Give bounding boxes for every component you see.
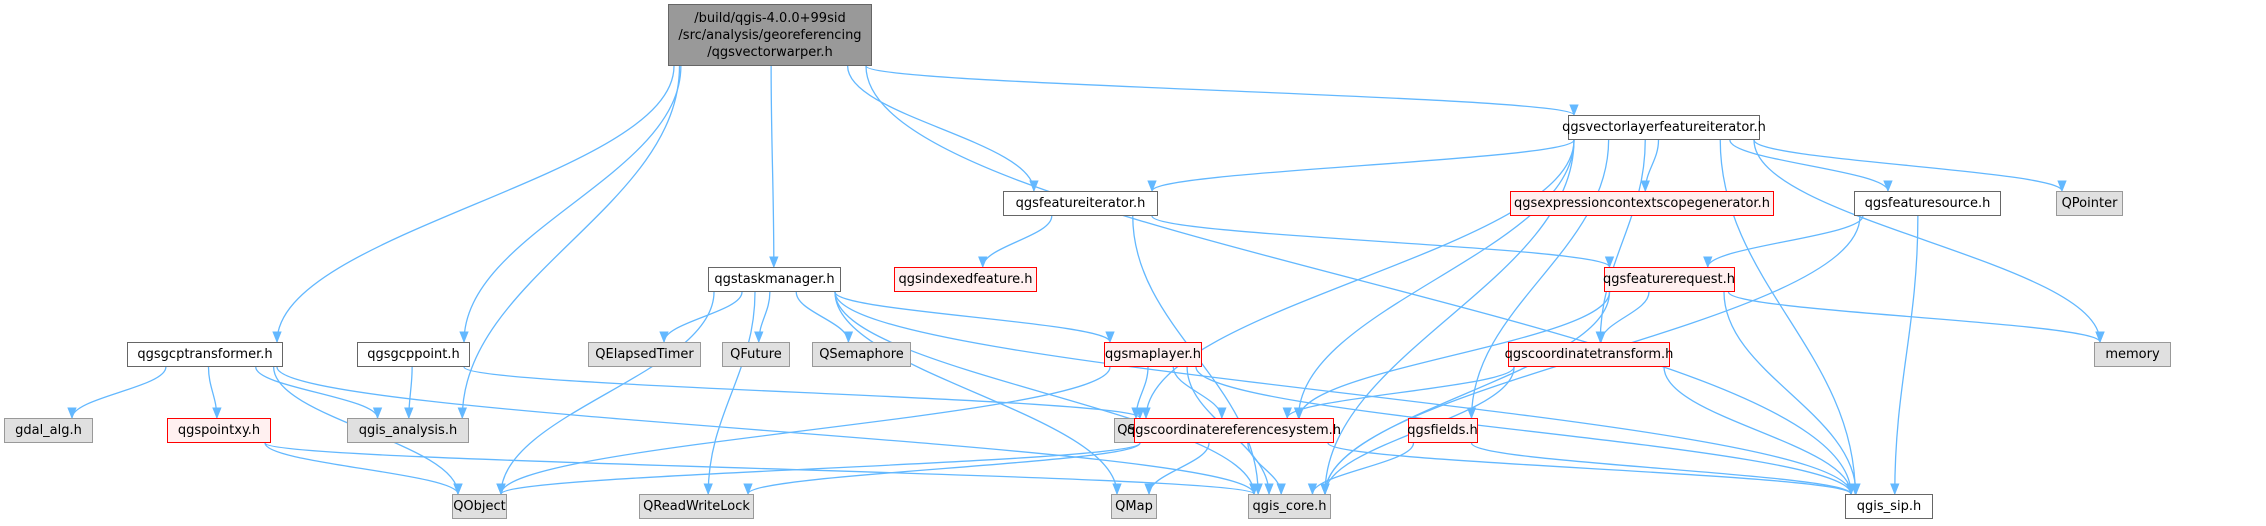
edge-root-to-gcpt bbox=[272, 65, 675, 344]
node-qgsfields[interactable]: qgsfields.h bbox=[1407, 418, 1478, 443]
edge-mapl-to-qobj bbox=[496, 366, 1111, 496]
node-qgsgcptransformer[interactable]: qgsgcptransformer.h bbox=[127, 342, 283, 367]
edge-crs-to-core bbox=[1247, 442, 1286, 496]
edge-fsrc-to-sip bbox=[1890, 215, 1919, 496]
edge-crs-to-qobj bbox=[496, 442, 1141, 496]
edge-vlfi-to-fsrc bbox=[1729, 139, 1893, 193]
node-qgis-sip[interactable]: qgis_sip.h bbox=[1845, 494, 1933, 519]
edge-flds-to-core bbox=[1307, 442, 1415, 496]
node-root-qgsvectorwarper[interactable]: /build/qgis-4.0.0+99sid /src/analysis/ge… bbox=[668, 4, 872, 66]
edge-root-to-gcpp bbox=[459, 65, 682, 344]
node-qgscoordinatereferencesystem[interactable]: qgscoordinatereferencesystem.h bbox=[1127, 418, 1341, 443]
edge-ctr-to-crs bbox=[1282, 366, 1515, 420]
edge-vlfi-to-ctr bbox=[1595, 139, 1646, 344]
node-qreadwritelock: QReadWriteLock bbox=[639, 494, 754, 519]
edge-ptxy-to-core bbox=[264, 442, 1259, 496]
node-qgsgcppoint[interactable]: qgsgcppoint.h bbox=[357, 342, 470, 367]
node-gdal-alg: gdal_alg.h bbox=[4, 418, 93, 443]
edge-mapl-to-qset bbox=[1131, 366, 1149, 420]
edge-task-to-qet bbox=[659, 291, 743, 344]
edge-fi-to-idxf bbox=[978, 215, 1053, 269]
edge-fi-to-freq bbox=[1151, 215, 1614, 269]
node-qgis-core: qgis_core.h bbox=[1248, 494, 1331, 519]
edge-fsrc-to-freq bbox=[1703, 215, 1864, 269]
edge-gcpt-to-qana bbox=[255, 366, 383, 420]
node-qgsfeatureiterator[interactable]: qgsfeatureiterator.h bbox=[1003, 191, 1158, 216]
node-qfuture: QFuture bbox=[722, 342, 790, 367]
node-qgsfeaturesource[interactable]: qgsfeaturesource.h bbox=[1854, 191, 2001, 216]
edge-task-to-qobj bbox=[496, 291, 715, 496]
edge-gcpp-to-crs bbox=[463, 366, 1145, 420]
edge-task-to-qrwl bbox=[703, 291, 756, 496]
edge-vlfi-to-mem bbox=[1753, 139, 2105, 344]
edge-freq-to-sip bbox=[1723, 291, 1861, 496]
edge-flds-to-sip bbox=[1470, 442, 1856, 496]
edge-vlfi-to-flds bbox=[1466, 139, 1610, 420]
edge-crs-to-qmap bbox=[1144, 442, 1210, 496]
node-qpointer: QPointer bbox=[2056, 191, 2123, 216]
edge-crs-to-qrwl bbox=[743, 442, 1141, 496]
node-qgsindexedfeature[interactable]: qgsindexedfeature.h bbox=[894, 267, 1037, 292]
edge-freq-to-crs bbox=[1294, 291, 1611, 420]
edge-mapl-to-sip bbox=[1195, 366, 1856, 496]
node-qmap: QMap bbox=[1111, 494, 1157, 519]
edge-root-to-fi bbox=[846, 65, 1039, 193]
edge-freq-to-ctr bbox=[1596, 291, 1650, 344]
edge-vlfi-to-crs bbox=[1293, 139, 1575, 420]
edge-gcpp-to-qana bbox=[404, 366, 414, 420]
edge-task-to-qmap bbox=[834, 291, 1122, 496]
edge-vlfi-to-qset bbox=[1141, 139, 1575, 420]
edge-ctr-to-sip bbox=[1663, 366, 1856, 496]
edge-root-to-qana bbox=[457, 65, 681, 420]
node-qgsexpressioncontextscopegenerator[interactable]: qgsexpressioncontextscopegenerator.h bbox=[1510, 191, 1774, 216]
edge-vlfi-to-expr bbox=[1640, 139, 1660, 193]
edge-task-to-sip bbox=[834, 291, 1856, 496]
edge-root-to-task bbox=[769, 65, 779, 269]
node-qsemaphore: QSemaphore bbox=[812, 342, 911, 367]
node-qgspointxy[interactable]: qgspointxy.h bbox=[167, 418, 271, 443]
node-qgscoordinatetransform[interactable]: qgscoordinatetransform.h bbox=[1505, 342, 1673, 367]
edge-task-to-core bbox=[834, 291, 1259, 496]
edge-task-to-qfut bbox=[754, 291, 771, 344]
edge-crs-to-sip bbox=[1327, 442, 1856, 496]
edge-vlfi-to-qptr bbox=[1753, 139, 2067, 193]
node-qelapsedtimer: QElapsedTimer bbox=[588, 342, 701, 367]
node-qgis-analysis: qgis_analysis.h bbox=[347, 418, 469, 443]
edge-freq-to-mem bbox=[1727, 291, 2105, 344]
edge-task-to-qsem bbox=[795, 291, 854, 344]
edge-gcpt-to-core bbox=[276, 366, 1259, 496]
edge-task-to-mapl bbox=[834, 291, 1115, 344]
edge-mapl-to-crs bbox=[1172, 366, 1227, 420]
node-qgsfeaturerequest[interactable]: qgsfeaturerequest.h bbox=[1603, 267, 1735, 292]
edge-vlfi-to-fi bbox=[1147, 139, 1575, 193]
node-qobject: QObject bbox=[452, 494, 507, 519]
edge-gcpt-to-ptxy bbox=[207, 366, 222, 420]
node-qgsmaplayer[interactable]: qgsmaplayer.h bbox=[1104, 342, 1202, 367]
edge-ptxy-to-qobj bbox=[264, 442, 463, 496]
edge-gcpt-to-gdal bbox=[67, 366, 167, 420]
node-qgstaskmanager[interactable]: qgstaskmanager.h bbox=[708, 267, 841, 292]
node-memory: memory bbox=[2094, 342, 2171, 367]
edge-root-to-vlfi bbox=[865, 65, 1579, 117]
edge-freq-to-core bbox=[1320, 291, 1611, 496]
node-qgsvectorlayerfeatureiterator[interactable]: qgsvectorlayerfeatureiterator.h bbox=[1562, 115, 1766, 140]
